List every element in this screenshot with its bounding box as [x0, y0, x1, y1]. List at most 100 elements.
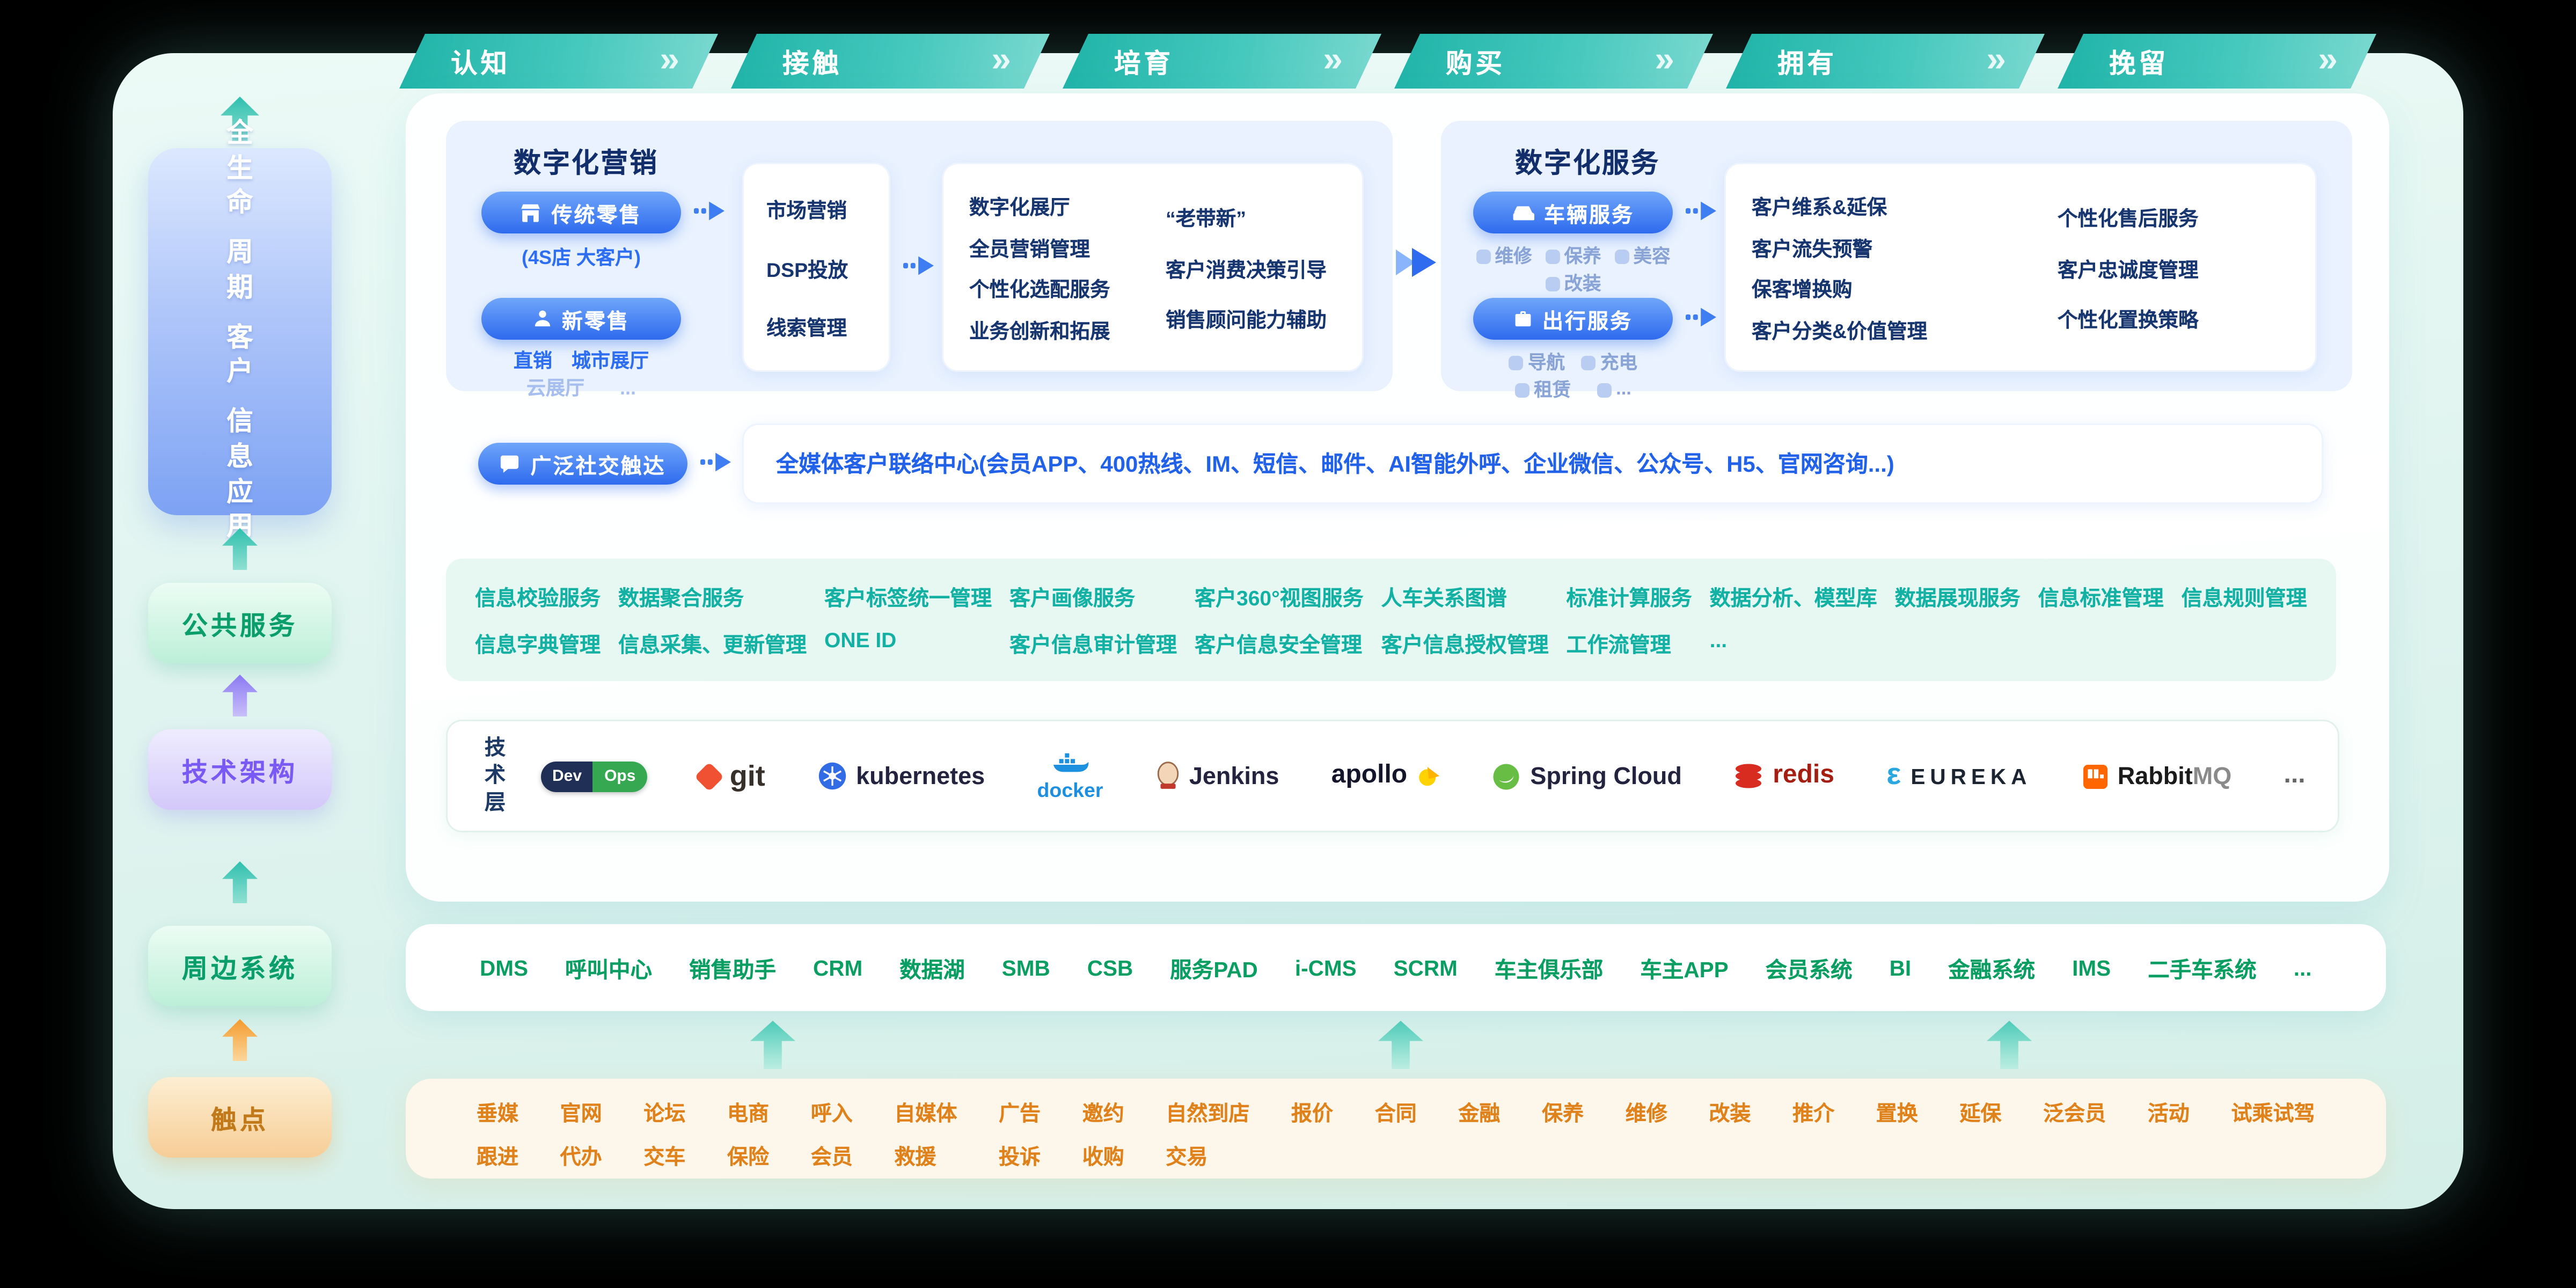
capability-item: ... — [1709, 628, 1728, 652]
capability-item: 个性化选配服务 — [969, 279, 1110, 302]
lifecycle-app-label-line: 客户 — [226, 323, 253, 387]
capability-item: 客户360°视图服务 — [1195, 586, 1364, 610]
person-icon — [535, 310, 551, 327]
peripheral-system-item: DMS — [480, 955, 528, 980]
marketing-capabilities-col2: “老带新”客户消费决策引导销售顾问能力辅助 — [1166, 180, 1336, 354]
lifecycle-app-label-line: 信息应用 — [226, 407, 253, 542]
capability-item: ONE ID — [824, 628, 897, 652]
touchpoint-item: 报价 — [1291, 1101, 1334, 1125]
touchpoint-item: 置换 — [1876, 1101, 1918, 1125]
arrow-right-icon — [903, 253, 935, 287]
touchpoint-item: 广告 — [999, 1101, 1041, 1125]
capability-item: 个性化售后服务 — [2058, 207, 2199, 230]
touchpoint-item: 跟进 — [477, 1145, 519, 1169]
chat-bubble-icon — [501, 455, 519, 473]
capability-item: 数据展现服务 — [1894, 586, 2021, 610]
lifecycle-stage: 购买 — [1394, 34, 1713, 89]
lifecycle-app-label-line: 全生命 — [226, 119, 253, 218]
peripheral-system-item: 会员系统 — [1765, 958, 1853, 982]
capability-item: 客户流失预警 — [1752, 238, 1873, 261]
capability-item: 客户信息授权管理 — [1381, 633, 1549, 657]
peripheral-system-item: 车主APP — [1640, 958, 1729, 982]
service-capabilities-col2: 个性化售后服务客户忠诚度管理个性化置换策略 — [2058, 180, 2289, 354]
apollo-bird-icon — [1419, 767, 1440, 786]
jenkins-logo: Jenkins — [1155, 762, 1279, 791]
marketing-funnel-card: 市场营销 DSP投放线索管理 — [742, 163, 890, 372]
touchpoint-item: 改装 — [1709, 1101, 1751, 1125]
tech-layer-label: 技术层 — [484, 735, 506, 814]
new-retail-tags-row1: 直销城市展厅 — [481, 346, 681, 374]
double-arrow-right-icon — [1393, 243, 1438, 290]
traditional-retail-badge: 传统零售 — [481, 192, 681, 233]
git-icon — [694, 761, 724, 791]
touchpoint-item: 投诉 — [999, 1145, 1041, 1169]
digital-services-title: 数字化服务 — [1515, 148, 1660, 179]
vehicle-service-tags-row2: 改装 — [1473, 270, 1673, 296]
peripheral-system-item: 销售助手 — [689, 958, 776, 982]
eureka-logo: ε EUREKA — [1886, 758, 2031, 794]
funnel-item: DSP投放 — [766, 258, 848, 281]
kubernetes-icon — [818, 762, 846, 790]
rabbitmq-logo: RabbitMQ — [2083, 763, 2231, 790]
service-tag: 美容 — [1614, 243, 1671, 269]
new-retail-label: 新零售 — [561, 308, 630, 333]
vehicle-service-badge: 车辆服务 — [1473, 192, 1673, 233]
peripheral-system-item: 服务PAD — [1170, 958, 1258, 982]
capability-item: 数字化展厅 — [969, 197, 1070, 220]
sidebar-item-peripheral-systems: 周边系统 — [148, 926, 332, 1006]
capability-item: 标准计算服务 — [1566, 586, 1692, 610]
docker-whale-icon — [1053, 752, 1088, 771]
spring-cloud-logo: Spring Cloud — [1493, 763, 1682, 790]
capability-item: 数据分析、模型库 — [1709, 586, 1877, 610]
new-retail-badge: 新零售 — [481, 298, 681, 340]
travel-service-tags-row1: 导航充电 — [1473, 349, 1673, 375]
arrow-right-icon — [694, 198, 726, 232]
capability-item: 销售顾问能力辅助 — [1166, 309, 1327, 332]
capability-item: 客户信息安全管理 — [1195, 633, 1363, 657]
touchpoint-item: 试乘试驾 — [2231, 1101, 2315, 1125]
touchpoint-item: 保养 — [1542, 1101, 1584, 1125]
git-logo: git — [694, 759, 765, 793]
touchpoint-item: 交易 — [1166, 1145, 1208, 1169]
touchpoint-item: 垂媒 — [477, 1101, 519, 1125]
lifecycle-banner: 认知接触培育购买拥有挽留 — [399, 34, 2376, 89]
peripheral-system-item: ... — [2293, 955, 2312, 980]
service-tag: 租赁 — [1514, 377, 1571, 402]
peripheral-system-item: SMB — [1001, 955, 1050, 980]
capability-item: 信息规则管理 — [2181, 586, 2307, 610]
docker-logo: docker — [1037, 751, 1103, 801]
capability-item: 业务创新和拓展 — [969, 319, 1110, 342]
contact-center-card: 全媒体客户联络中心(会员APP、400热线、IM、短信、邮件、AI智能外呼、企业… — [742, 423, 2323, 504]
peripheral-system-item: i-CMS — [1294, 955, 1357, 980]
capability-item: 客户分类&价值管理 — [1752, 319, 1928, 342]
capability-item: “老带新” — [1166, 207, 1247, 230]
touchpoint-item: 邀约 — [1082, 1101, 1124, 1125]
more-logos-ellipsis: ... — [2284, 762, 2306, 789]
redis-logo: redis — [1734, 762, 1834, 791]
spring-icon — [1494, 763, 1520, 789]
touchpoint-item: 金融 — [1458, 1101, 1501, 1125]
public-service-capabilities: 信息校验服务数据聚合服务客户标签统一管理客户画像服务客户360°视图服务人车关系… — [446, 559, 2336, 681]
touchpoint-item: 官网 — [560, 1101, 602, 1125]
main-content-box: 数字化营销 传统零售 (4S店 大客户) 新零售 直销城市展厅 云展厅... — [406, 93, 2389, 902]
capability-item: 全员营销管理 — [969, 238, 1091, 261]
retail-tag: 城市展厅 — [572, 349, 649, 372]
arrow-right-icon — [1686, 304, 1718, 338]
travel-service-badge: 出行服务 — [1473, 298, 1673, 340]
lifecycle-stage: 培育 — [1063, 34, 1381, 89]
arrow-right-icon — [700, 449, 733, 483]
peripheral-system-item: 呼叫中心 — [565, 958, 652, 982]
peripheral-system-item: 二手车系统 — [2148, 958, 2257, 982]
funnel-item: 线索管理 — [766, 317, 847, 340]
social-reach-badge: 广泛社交触达 — [478, 443, 687, 485]
touchpoint-item: 延保 — [1959, 1101, 2002, 1125]
traditional-retail-label: 传统零售 — [551, 202, 642, 226]
touchpoint-item: 保险 — [727, 1145, 770, 1169]
apollo-logo: apollo — [1331, 762, 1441, 791]
touchpoint-item: 救援 — [894, 1145, 936, 1169]
retail-tag: ... — [620, 376, 636, 399]
funnel-item: 市场营销 — [766, 199, 847, 222]
marketing-capabilities-card: 数字化展厅全员营销管理个性化选配服务业务创新和拓展 “老带新”客户消费决策引导销… — [942, 163, 1364, 372]
